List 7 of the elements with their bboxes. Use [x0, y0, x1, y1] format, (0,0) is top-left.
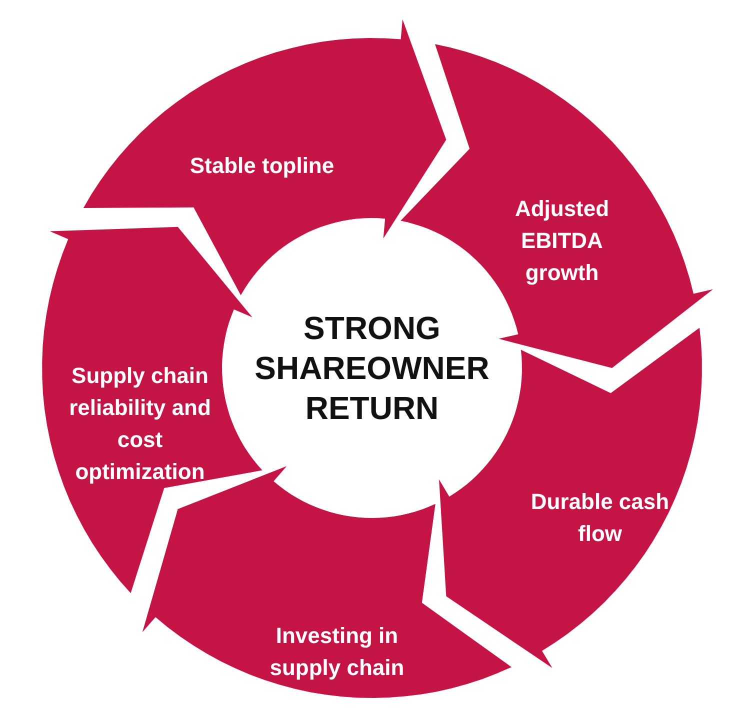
- segment-label: Stable topline: [188, 152, 336, 180]
- arrow-segment: [83, 19, 447, 296]
- segment-label: Investing in supply chain: [268, 622, 406, 682]
- segment-label: Supply chain reliability and cost optimization: [68, 362, 212, 486]
- segment-label: Adjusted EBITDA growth: [514, 195, 610, 287]
- segment-label: Durable cash flow: [530, 488, 670, 548]
- center-title: STRONG SHAREOWNER RETURN: [254, 309, 490, 428]
